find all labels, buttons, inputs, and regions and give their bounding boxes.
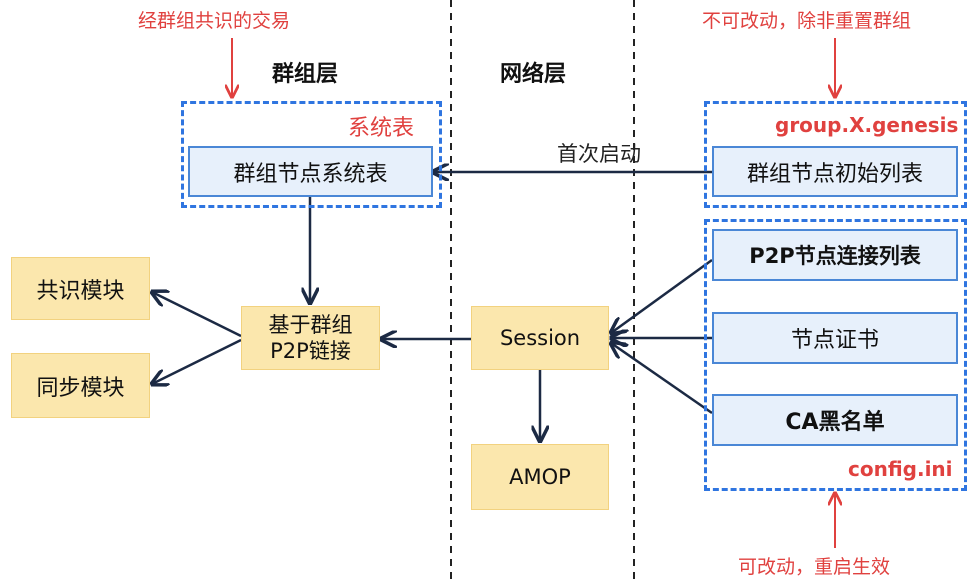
note-restart: 可改动，重启生效 [738, 556, 891, 578]
group-p2p-line1: 基于群组 [268, 313, 353, 337]
note-no-change: 不可改动，除非重置群组 [702, 10, 912, 32]
group-p2p-link: 基于群组 P2P链接 [241, 306, 380, 370]
genesis-label: group.X.genesis [775, 113, 959, 137]
layer-title-network: 网络层 [500, 62, 567, 87]
system-table-group [181, 101, 442, 208]
config-group [704, 219, 967, 491]
group-node-init-list: 群组节点初始列表 [712, 146, 958, 197]
ca-blacklist: CA黑名单 [712, 394, 958, 446]
system-table-label: 系统表 [348, 116, 415, 141]
genesis-group [704, 101, 967, 208]
arrow-p2plist-to-session [611, 258, 713, 333]
session-node: Session [471, 306, 609, 370]
consensus-module: 共识模块 [11, 257, 150, 320]
group-p2p-line2: P2P链接 [270, 339, 351, 363]
node-certificate: 节点证书 [712, 312, 958, 364]
arrow-p2p-to-sync [152, 338, 242, 384]
amop-node: AMOP [471, 444, 609, 510]
note-consensus-tx: 经群组共识的交易 [138, 10, 291, 32]
layer-title-group: 群组层 [272, 62, 339, 87]
arrow-blacklist-to-session [611, 343, 713, 415]
group-node-system-table: 群组节点系统表 [188, 146, 433, 197]
config-label: config.ini [848, 457, 953, 481]
arrow-p2p-to-consensus [152, 292, 242, 338]
sync-module: 同步模块 [11, 353, 150, 418]
first-start-label: 首次启动 [557, 142, 641, 166]
p2p-connection-list: P2P节点连接列表 [712, 229, 958, 281]
